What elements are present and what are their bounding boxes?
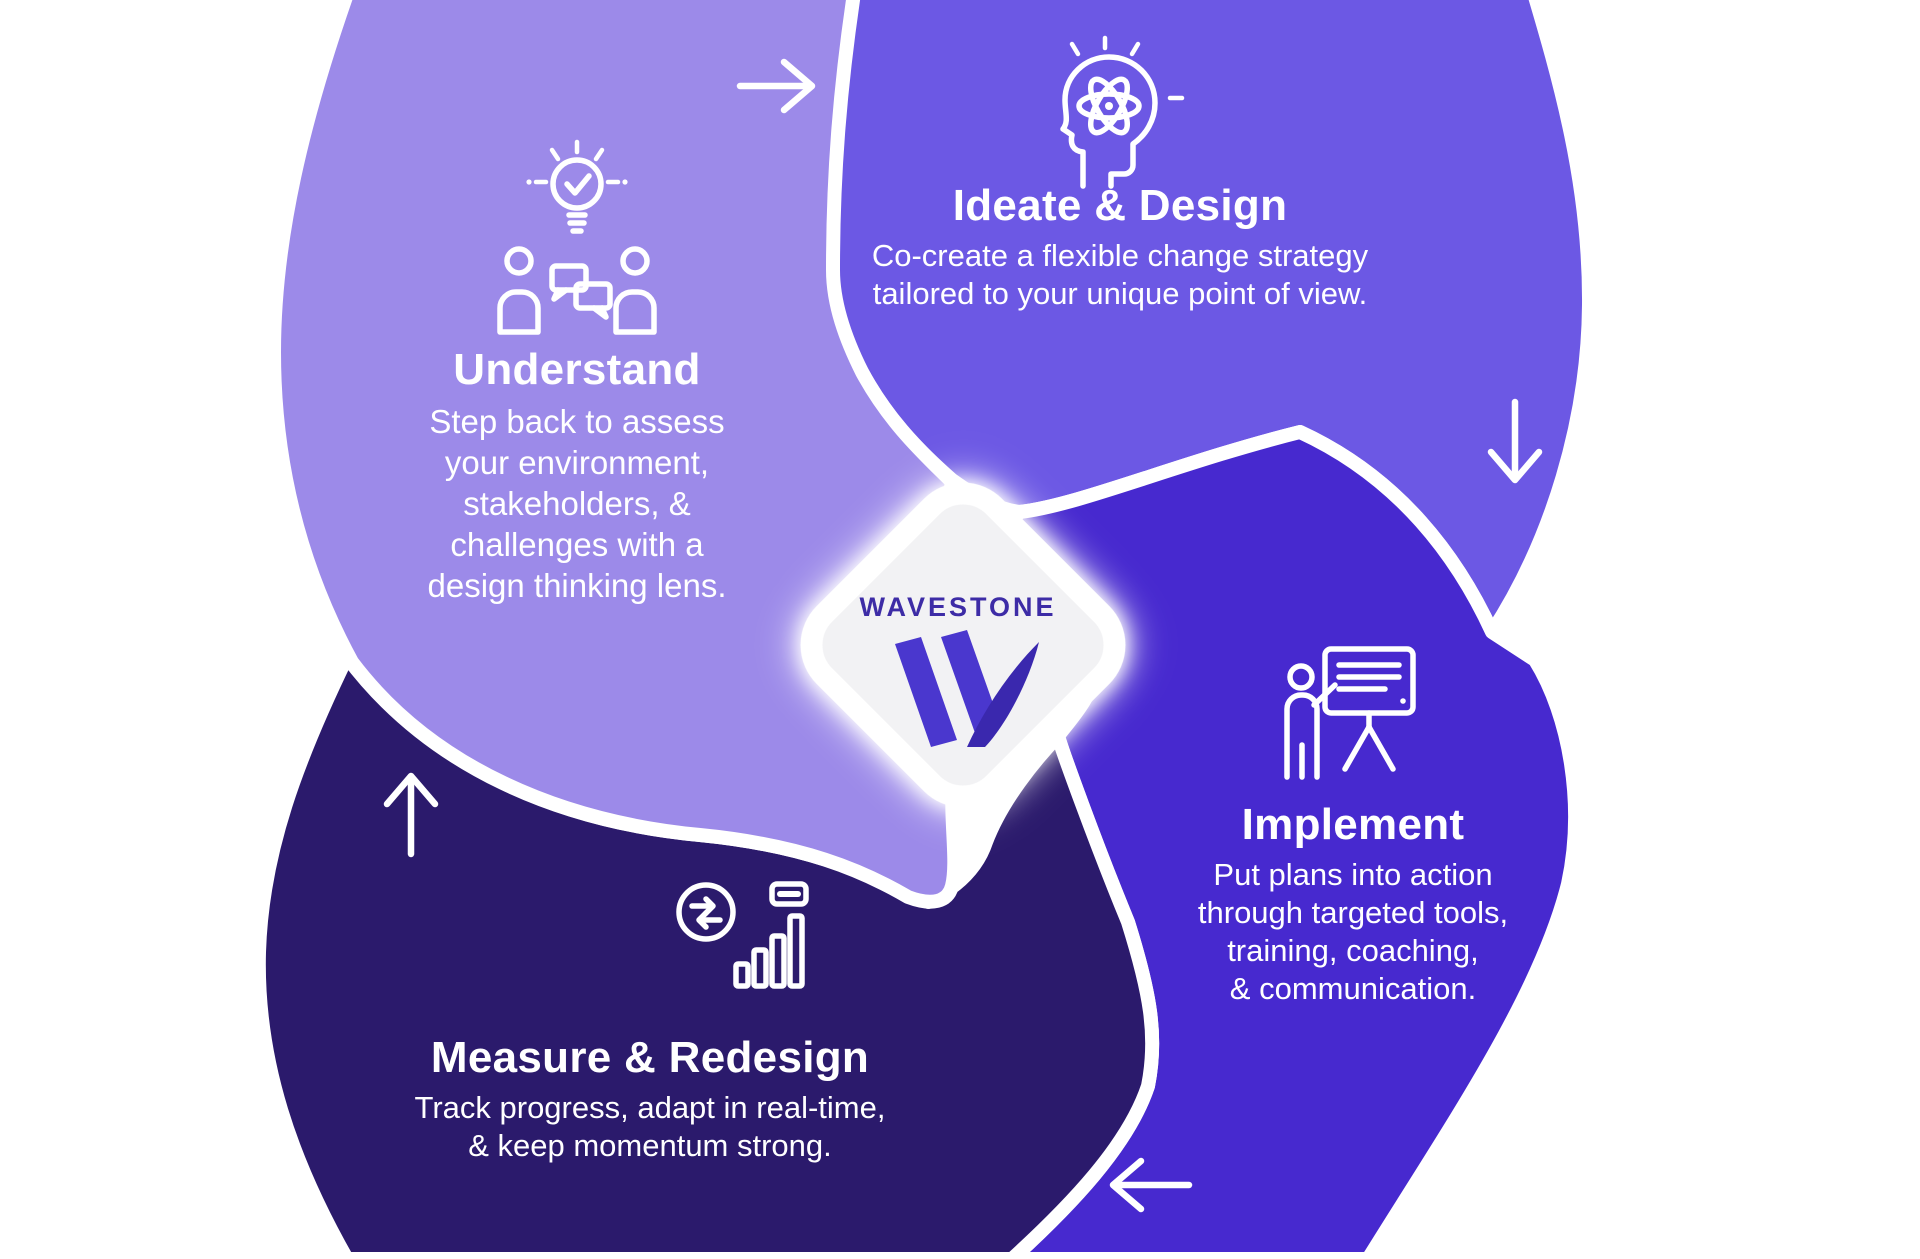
wavestone-w-mark [895, 630, 1039, 747]
flow-left-arrow-icon [1099, 1153, 1195, 1217]
lightbulb-check-icon [522, 136, 632, 240]
presenter-board-icon [1281, 643, 1419, 783]
phase-understand-description: Step back to assess your environment, st… [427, 403, 727, 604]
wavestone-wordmark: WAVESTONE [859, 592, 1056, 622]
phase-ideate-design-title: Ideate & Design [952, 181, 1288, 230]
flow-right-arrow-icon [734, 54, 826, 118]
phase-measure-redesign-description: Track progress, adapt in real-time, & ke… [414, 1090, 886, 1163]
bar-chart-cycle-icon [672, 876, 810, 992]
phase-ideate-design: Ideate & Design Co-create a flexible cha… [872, 182, 1368, 313]
flow-up-arrow-icon [379, 764, 443, 860]
head-atom-icon [1020, 34, 1190, 189]
phase-understand: Understand Step back to assess your envi… [427, 346, 726, 606]
phase-understand-title: Understand [453, 345, 701, 394]
phase-ideate-design-description: Co-create a flexible change strategy tai… [871, 238, 1369, 311]
phase-measure-redesign: Measure & Redesign Track progress, adapt… [415, 1034, 886, 1165]
phase-implement: Implement Put plans into action through … [1198, 801, 1508, 1008]
phase-measure-redesign-title: Measure & Redesign [430, 1033, 870, 1082]
people-chat-icon [492, 244, 662, 336]
wavestone-logo: WAVESTONE [859, 592, 1056, 747]
flow-down-arrow-icon [1483, 396, 1547, 490]
phase-implement-description: Put plans into action through targeted t… [1197, 857, 1509, 1006]
understand-shape [267, 0, 964, 909]
phase-implement-title: Implement [1241, 800, 1465, 849]
